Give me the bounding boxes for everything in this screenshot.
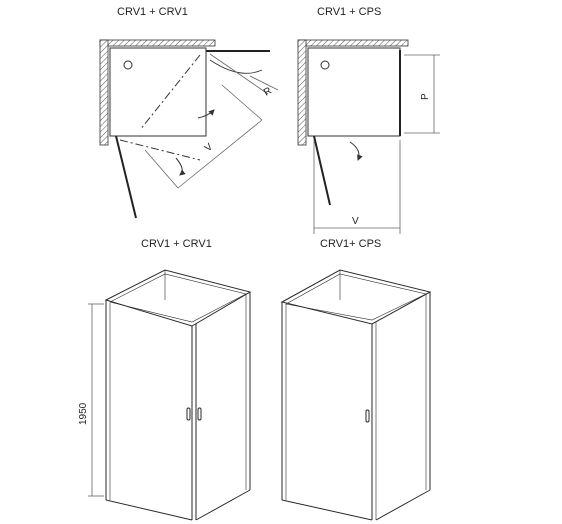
swing-diagonal [139, 54, 201, 131]
handle-icon [365, 409, 370, 423]
perspective-left [88, 269, 252, 521]
perspective-right [280, 269, 432, 521]
height-label: 1950 [78, 402, 89, 425]
dim-r-label: R [262, 85, 274, 98]
dim-v-label-left: V [203, 141, 215, 154]
plan-right: P V [297, 39, 440, 234]
door-bottom-open [115, 135, 137, 219]
perspective-left-title: CRV1 + CRV1 [141, 238, 212, 250]
perspective-right-title: CRV1+ CPS [320, 238, 382, 250]
dim-p-label: P [420, 93, 431, 100]
drain-icon [320, 60, 330, 70]
drain-icon [123, 60, 133, 70]
plan-left-title: CRV1 + CRV1 [117, 6, 188, 18]
dim-v-label-right: V [352, 216, 359, 227]
handle-icon [186, 407, 191, 421]
swing-arrow-icon [349, 141, 363, 161]
shower-tray [109, 47, 207, 137]
door-open [313, 135, 331, 206]
swing-arrow-icon [175, 157, 186, 176]
wall-top [99, 39, 216, 47]
handle-icon [197, 407, 202, 421]
wall-left [99, 39, 109, 146]
plan-left: R V [99, 39, 279, 219]
plan-right-title: CRV1 + CPS [317, 6, 382, 18]
